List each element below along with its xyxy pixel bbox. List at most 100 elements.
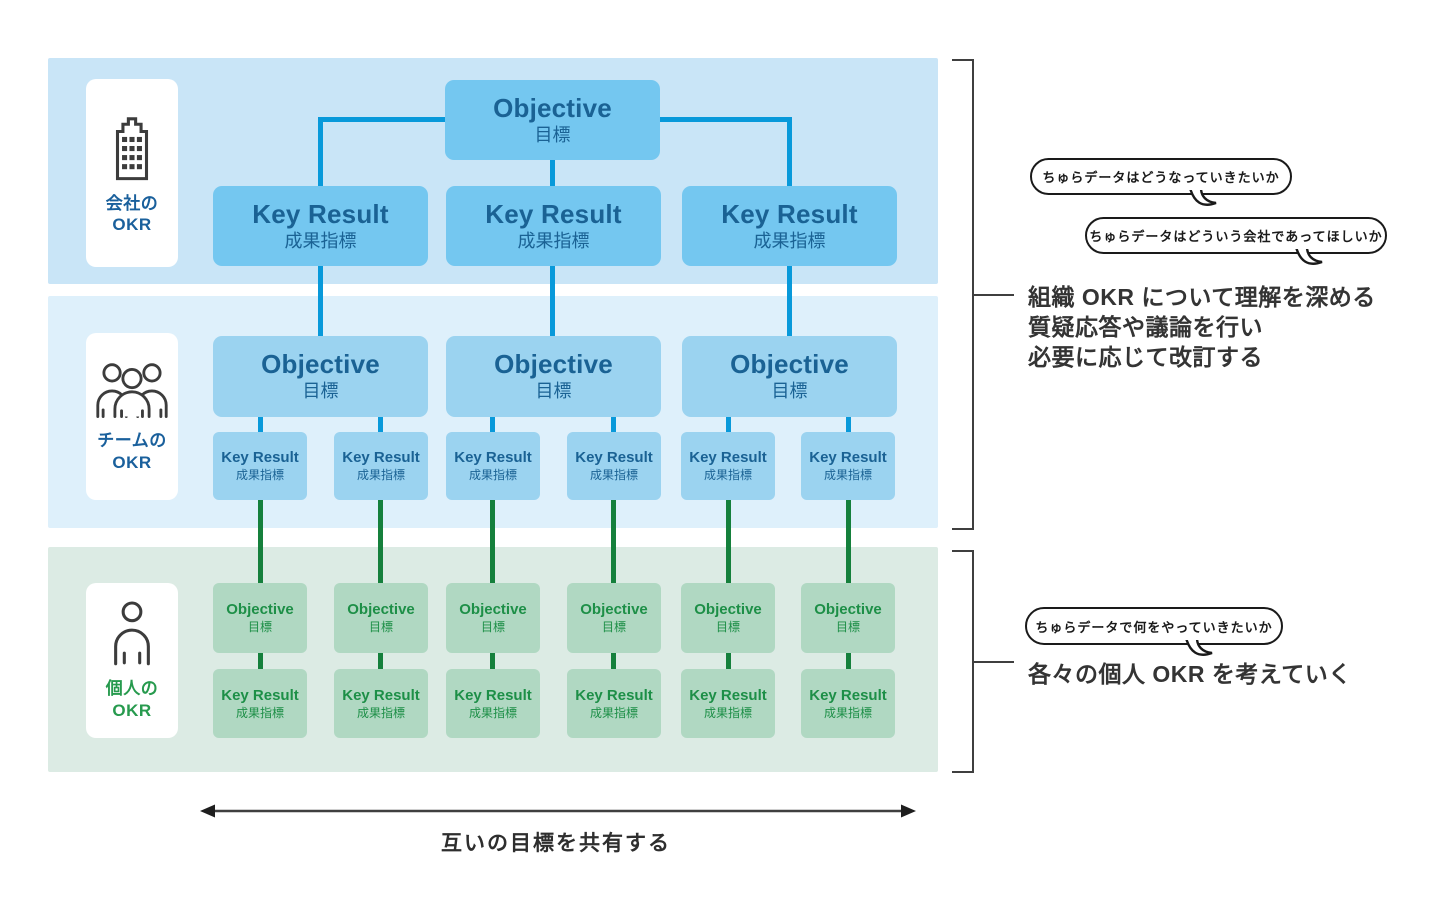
note-org-line3: 必要に応じて改訂する: [1028, 344, 1263, 370]
objective-title: Objective: [694, 601, 762, 619]
connector-line: [611, 417, 616, 432]
objective-subtitle: 目標: [247, 620, 272, 635]
note-org-line2: 質疑応答や議論を行い: [1028, 314, 1263, 340]
objective-subtitle: 目標: [835, 620, 860, 635]
team-key-result-box: Key Result 成果指標: [334, 432, 428, 500]
objective-title: Objective: [226, 601, 294, 619]
key-result-title: Key Result: [689, 449, 767, 467]
personal-objective-box: Objective 目標: [681, 583, 775, 653]
key-result-title: Key Result: [809, 686, 887, 704]
connector-line: [846, 417, 851, 432]
objective-subtitle: 目標: [771, 381, 808, 401]
personal-objective-box: Objective 目標: [334, 583, 428, 653]
bracket-personal-tick: [952, 771, 974, 773]
card-label-personal-line1: 個人の: [105, 679, 159, 699]
personal-key-result-box: Key Result 成果指標: [213, 669, 307, 738]
key-result-subtitle: 成果指標: [703, 468, 752, 483]
note-org-line1: 組織 OKR について理解を深める: [1028, 284, 1376, 310]
card-company: 会社の OKR: [86, 79, 178, 267]
key-result-subtitle: 成果指標: [703, 705, 752, 720]
card-label-company-line2: OKR: [112, 215, 152, 234]
key-result-subtitle: 成果指標: [589, 705, 638, 720]
personal-key-result-box: Key Result 成果指標: [567, 669, 661, 738]
connector-line: [318, 117, 323, 186]
key-result-subtitle: 成果指標: [356, 705, 405, 720]
building-icon: [115, 117, 149, 180]
objective-subtitle: 目標: [368, 620, 393, 635]
card-label-team-line2: OKR: [112, 452, 152, 472]
connector-line: [726, 417, 731, 432]
personal-key-result-box: Key Result 成果指標: [334, 669, 428, 738]
key-result-title: Key Result: [342, 686, 420, 704]
connector-line: [846, 653, 851, 669]
objective-subtitle: 目標: [480, 620, 505, 635]
connector-line: [726, 653, 731, 669]
connector-line: [490, 417, 495, 432]
connector-line: [378, 653, 383, 669]
objective-subtitle: 目標: [302, 381, 339, 401]
connector-line: [787, 117, 792, 186]
key-result-title: Key Result: [809, 449, 887, 467]
bracket-personal: [972, 550, 974, 773]
personal-objective-box: Objective 目標: [446, 583, 540, 653]
key-result-title: Key Result: [575, 686, 653, 704]
objective-title: Objective: [580, 601, 648, 619]
key-result-subtitle: 成果指標: [235, 705, 284, 720]
connector-line: [258, 417, 263, 432]
connector-line: [490, 500, 495, 583]
key-result-subtitle: 成果指標: [235, 468, 284, 483]
connector-line: [258, 653, 263, 669]
objective-title: Objective: [261, 349, 380, 380]
connector-line: [611, 653, 616, 669]
company-key-result-box: Key Result 成果指標: [446, 186, 661, 266]
speech-bubble-2: ちゅらデータはどういう会社であってほしいか: [1085, 217, 1387, 254]
connector-line: [378, 500, 383, 583]
connector-line: [550, 265, 555, 336]
connector-line: [846, 500, 851, 583]
key-result-title: Key Result: [689, 686, 767, 704]
note-personal-line1: 各々の個人 OKR を考えていく: [1028, 661, 1352, 687]
speech-bubble-3-text: ちゅらデータで何をやっていきたいか: [1035, 619, 1273, 635]
personal-objective-box: Objective 目標: [567, 583, 661, 653]
key-result-title: Key Result: [342, 449, 420, 467]
card-personal: 個人の OKR: [86, 583, 178, 738]
company-key-result-box: Key Result 成果指標: [682, 186, 897, 266]
speech-bubble-1: ちゅらデータはどうなっていきたいか: [1030, 158, 1292, 195]
company-objective-box: Objective 目標: [445, 80, 660, 160]
key-result-title: Key Result: [252, 198, 389, 229]
note-personal-okr: 各々の個人 OKR を考えていく: [1028, 659, 1352, 689]
team-key-result-box: Key Result 成果指標: [446, 432, 540, 500]
key-result-subtitle: 成果指標: [823, 705, 872, 720]
connector-line: [490, 653, 495, 669]
objective-subtitle: 目標: [534, 124, 571, 145]
key-result-title: Key Result: [221, 686, 299, 704]
connector-line: [378, 417, 383, 432]
connector-line: [550, 160, 555, 186]
note-org-okr: 組織 OKR について理解を深める 質疑応答や議論を行い 必要に応じて改訂する: [1028, 282, 1376, 372]
key-result-subtitle: 成果指標: [517, 230, 590, 251]
speech-bubble-3: ちゅらデータで何をやっていきたいか: [1025, 607, 1283, 645]
speech-bubble-2-text: ちゅらデータはどういう会社であってほしいか: [1089, 229, 1383, 244]
objective-title: Objective: [814, 601, 882, 619]
bracket-org-tick: [952, 59, 974, 61]
card-label-company: 会社の OKR: [106, 193, 159, 236]
key-result-subtitle: 成果指標: [589, 468, 638, 483]
key-result-subtitle: 成果指標: [468, 468, 517, 483]
speech-bubble-1-text: ちゅらデータはどうなっていきたいか: [1042, 170, 1280, 185]
connector-line: [318, 265, 323, 336]
key-result-subtitle: 成果指標: [468, 705, 517, 720]
personal-objective-box: Objective 目標: [801, 583, 895, 653]
bracket-personal-pointer: [974, 661, 1014, 663]
key-result-subtitle: 成果指標: [284, 230, 357, 251]
personal-objective-box: Objective 目標: [213, 583, 307, 653]
connector-line: [726, 500, 731, 583]
key-result-subtitle: 成果指標: [356, 468, 405, 483]
card-label-company-line1: 会社の: [105, 193, 159, 213]
team-key-result-box: Key Result 成果指標: [681, 432, 775, 500]
bracket-personal-tick: [952, 550, 974, 552]
team-objective-box: Objective 目標: [682, 336, 897, 417]
personal-key-result-box: Key Result 成果指標: [681, 669, 775, 738]
card-label-team: チームの OKR: [97, 430, 167, 473]
connector-line: [660, 117, 792, 122]
